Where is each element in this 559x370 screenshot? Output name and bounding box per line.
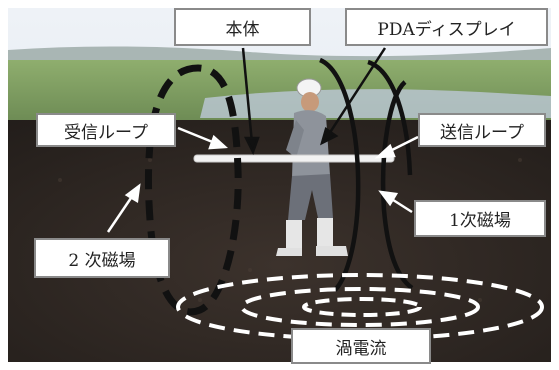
- secondary-field-loop: [144, 64, 242, 316]
- arrow-body-head: [243, 136, 260, 156]
- label-secondary-field: 2 次磁場: [34, 238, 170, 278]
- primary-field-line-outer-top: [367, 59, 413, 176]
- arrow-pda-head: [320, 126, 339, 146]
- eddy-current-middle: [240, 287, 480, 327]
- arrow-primary: [389, 196, 413, 214]
- distant-hills: [8, 46, 551, 62]
- arrow-body: [241, 47, 254, 144]
- arrow-transmit: [387, 135, 419, 154]
- label-pda-display: PDAディスプレイ: [345, 8, 548, 46]
- label-transmit-loop: 送信ループ: [418, 113, 546, 147]
- label-body: 本体: [174, 8, 311, 46]
- label-primary-field: 1次磁場: [414, 200, 546, 237]
- primary-field-line-outer-right: [380, 80, 414, 290]
- instrument-pole: [193, 154, 395, 163]
- arrow-secondary: [106, 194, 135, 233]
- arrow-secondary-head: [124, 183, 141, 204]
- eddy-current-inner: [302, 297, 422, 317]
- arrow-transmit-head: [374, 143, 396, 159]
- pointer-arrows: [241, 47, 387, 156]
- arrow-pda: [327, 47, 387, 135]
- water-pond: [200, 89, 551, 118]
- arrow-receive-head: [208, 134, 229, 150]
- primary-field-line-inner: [318, 57, 361, 292]
- white-arrows: [106, 126, 419, 233]
- arrow-receive: [177, 126, 216, 145]
- label-eddy-current: 渦電流: [291, 328, 431, 364]
- arrow-primary-head: [378, 190, 399, 207]
- label-receive-loop: 受信ループ: [36, 113, 176, 147]
